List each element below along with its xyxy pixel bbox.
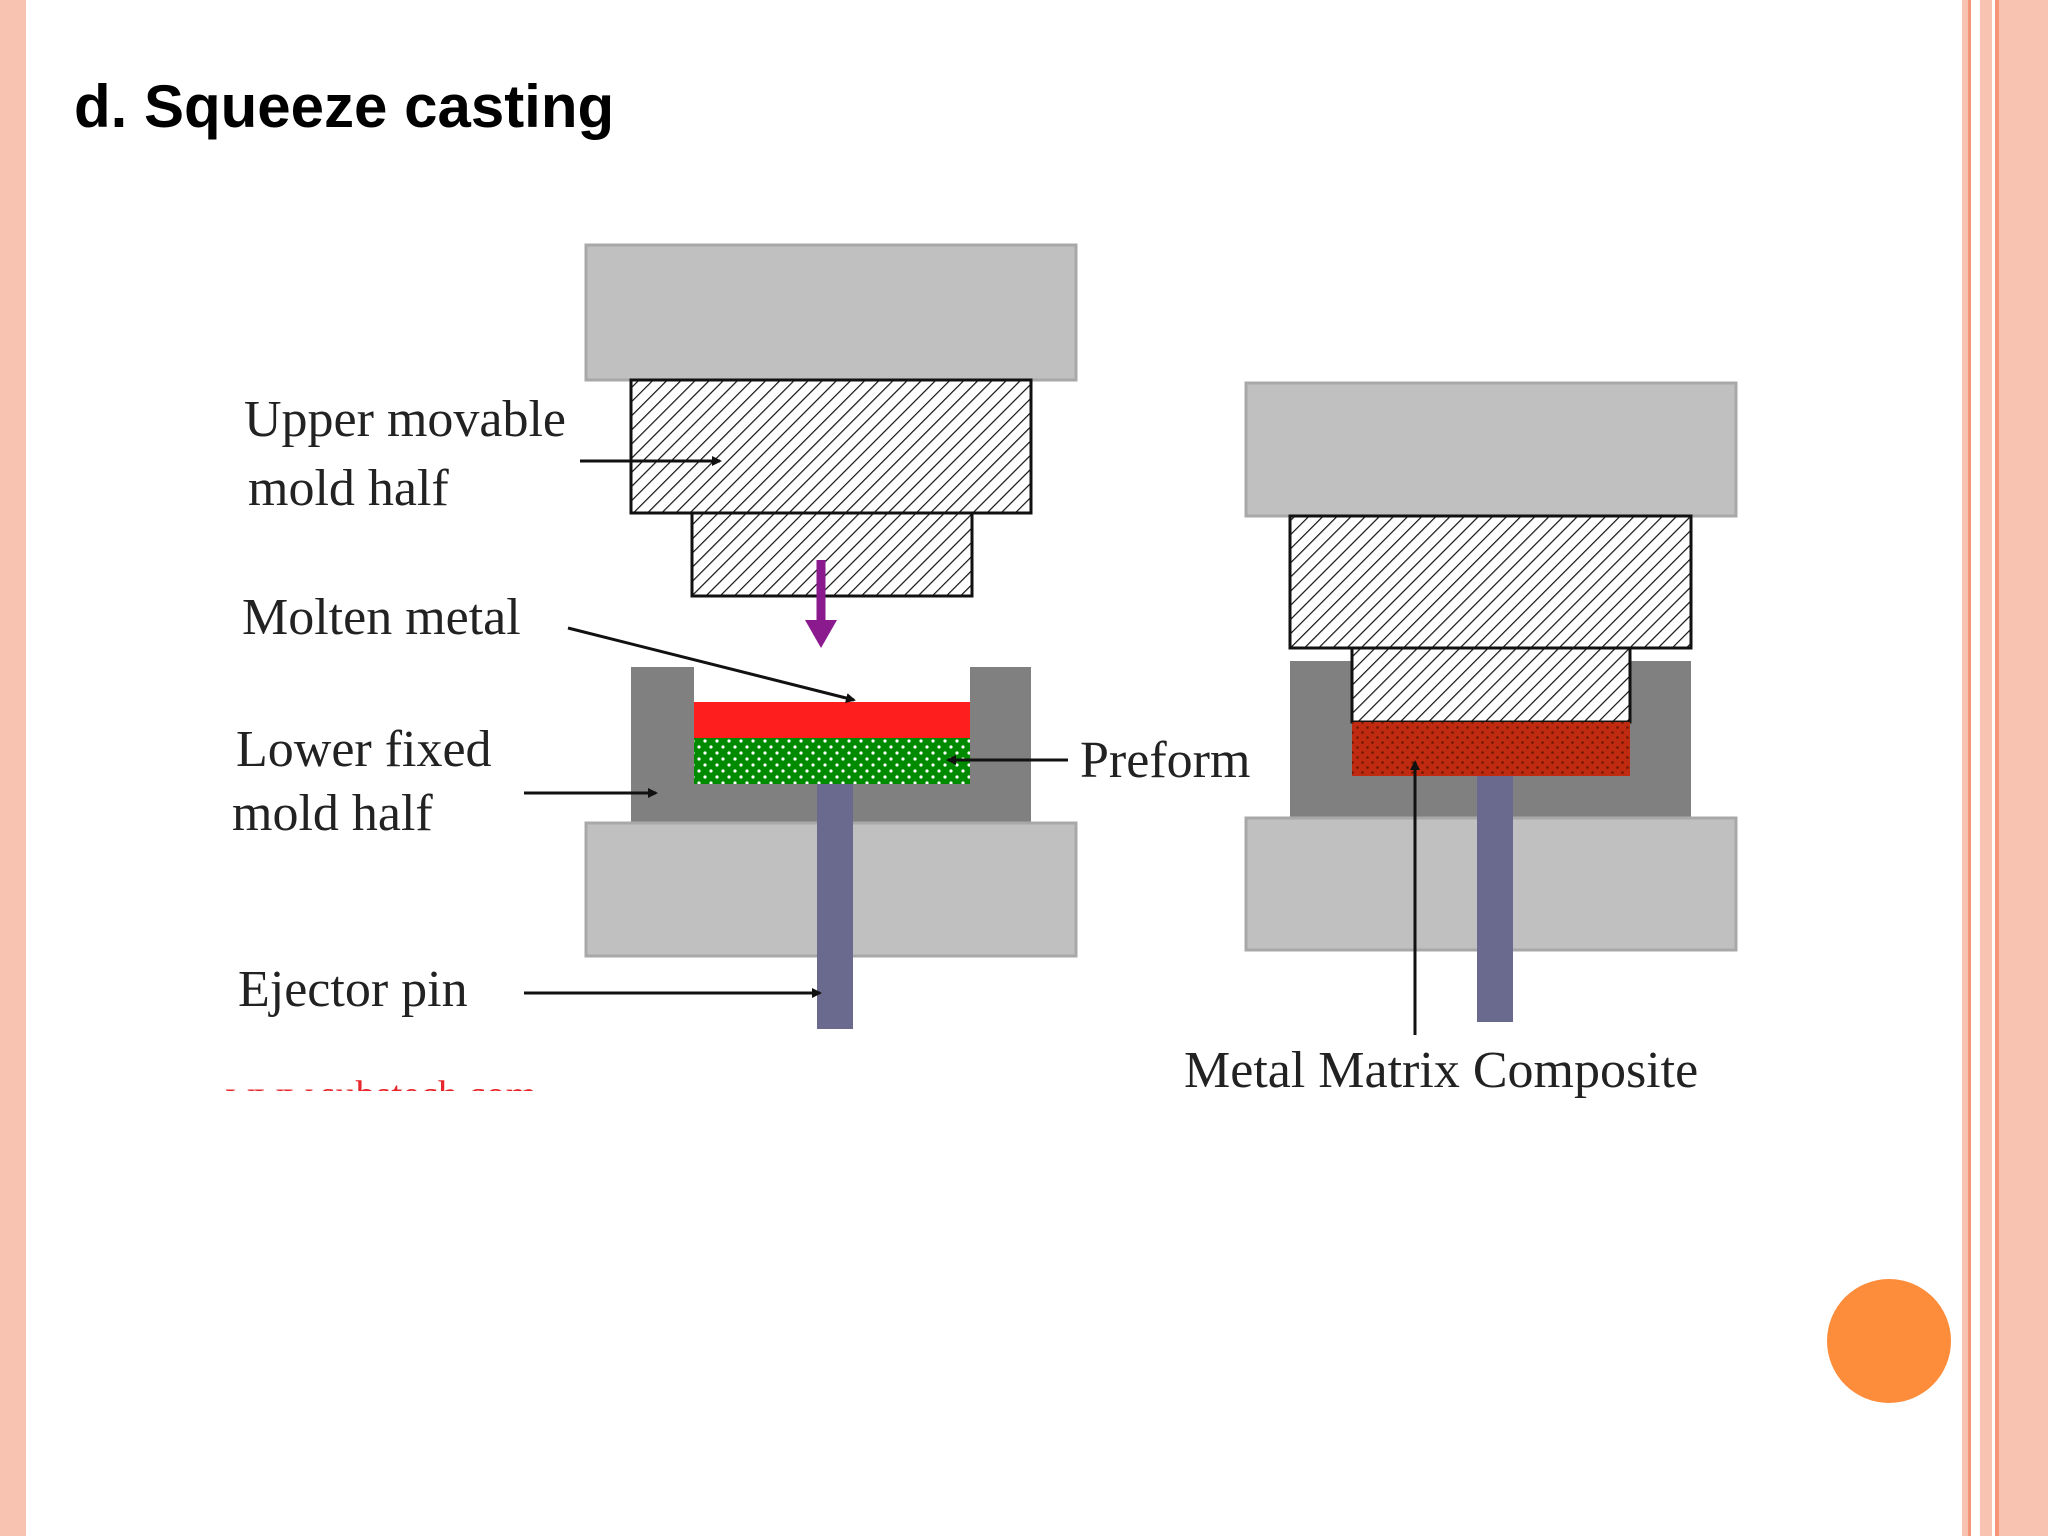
right-border-strip-2	[1968, 0, 1971, 1536]
metal-matrix-composite-layer	[1352, 722, 1630, 776]
left-press	[584, 243, 1078, 1029]
left-upper-platen	[584, 243, 1078, 382]
label-upper-mold-line2: mold half	[248, 460, 449, 517]
left-ejector-pin	[817, 784, 853, 1029]
right-border-strip-3	[1980, 0, 1992, 1536]
right-press	[1244, 381, 1738, 1022]
label-lower-mold-line2: mold half	[232, 785, 433, 842]
label-preform: Preform	[1080, 732, 1250, 789]
molten-metal-layer	[694, 702, 970, 738]
label-lower-mold-line1: Lower fixed	[236, 721, 492, 778]
watermark-text: www.substech.com	[226, 1072, 537, 1117]
leader-molten-metal	[567, 626, 856, 703]
label-metal-matrix-composite: Metal Matrix Composite	[1184, 1042, 1698, 1099]
right-upper-mold-punch	[1350, 646, 1632, 724]
right-border-strip-5	[1999, 0, 2048, 1536]
slide-title: d. Squeeze casting	[74, 73, 615, 140]
preform-layer	[694, 738, 970, 784]
left-border	[0, 0, 26, 1536]
right-ejector-pin	[1477, 776, 1513, 1022]
right-upper-mold-half	[1288, 514, 1693, 650]
label-upper-mold-line1: Upper movable	[244, 391, 566, 448]
left-mold-cavity	[694, 667, 970, 702]
right-border-strip-4	[1995, 0, 1999, 1536]
label-molten-metal: Molten metal	[242, 589, 521, 646]
label-ejector-pin: Ejector pin	[238, 961, 468, 1018]
right-border-strip-1	[1962, 0, 1968, 1536]
left-upper-mold-half	[629, 378, 1033, 515]
left-upper-mold-punch	[690, 511, 974, 598]
orange-circle-icon	[1827, 1279, 1951, 1403]
downward-purple-arrow	[805, 560, 837, 648]
right-upper-platen	[1244, 381, 1738, 518]
